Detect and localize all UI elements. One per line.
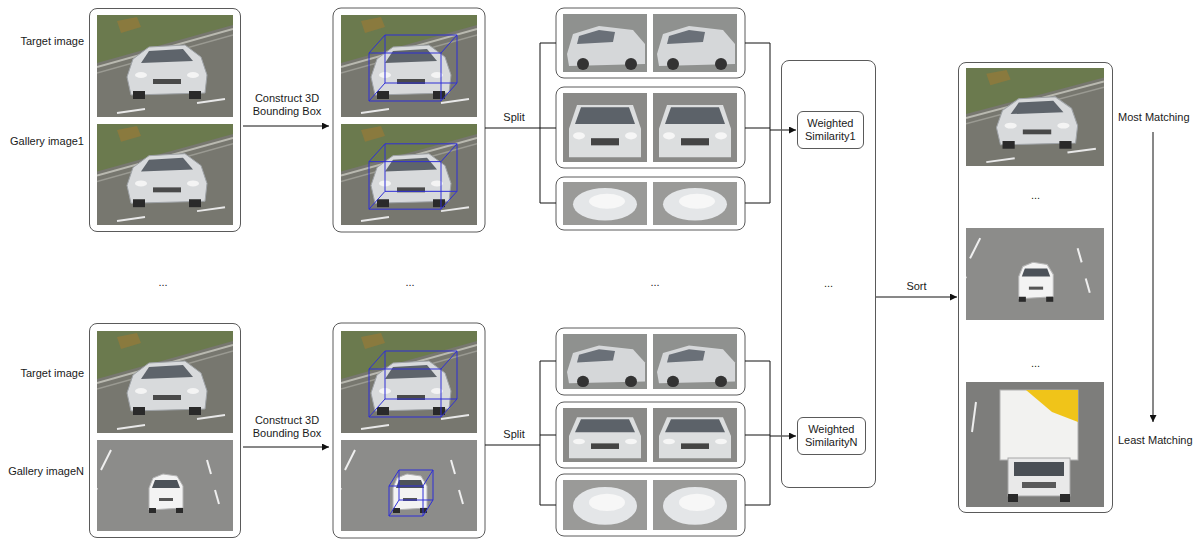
result-photo bbox=[966, 382, 1104, 507]
ellipsis: ... bbox=[959, 189, 1112, 202]
part-crop bbox=[563, 182, 647, 225]
image-panel: Target imageGallery image1 bbox=[89, 8, 241, 232]
similarity-panel: ... Weighted Similarity1Weighted Similari… bbox=[781, 60, 876, 488]
target-photo bbox=[97, 331, 233, 433]
part-crop bbox=[653, 14, 737, 72]
step-label: Construct 3D Bounding Box bbox=[246, 414, 328, 440]
image-panel bbox=[333, 323, 485, 538]
step-label: Split bbox=[503, 111, 524, 124]
rank-arrow bbox=[1153, 132, 1154, 422]
row-label: Target image bbox=[20, 35, 84, 48]
ellipsis: ... bbox=[782, 277, 875, 290]
part-crop bbox=[653, 408, 737, 462]
image-panel bbox=[333, 8, 485, 232]
flow-arrow bbox=[770, 436, 796, 437]
part-crop bbox=[653, 334, 737, 389]
part-crop bbox=[653, 480, 737, 530]
part-panel bbox=[556, 402, 745, 468]
box-label: Weighted Similarity1 bbox=[805, 117, 856, 143]
part-crop bbox=[563, 334, 647, 389]
part-crop bbox=[563, 480, 647, 530]
flow-arrow bbox=[770, 130, 796, 131]
merge-bracket bbox=[745, 361, 770, 505]
part-panel bbox=[556, 8, 745, 78]
part-panel bbox=[556, 177, 745, 230]
step-label: Construct 3D Bounding Box bbox=[246, 92, 328, 118]
gallery-photo bbox=[91, 440, 233, 531]
rank-label: Least Matching bbox=[1118, 434, 1193, 447]
part-panel bbox=[556, 328, 745, 395]
part-panel bbox=[556, 87, 745, 168]
part-crop bbox=[653, 93, 737, 162]
row-label: Target image bbox=[20, 367, 84, 380]
edge-label: Sort bbox=[904, 280, 928, 293]
result-panel: Most Matching......Least Matching bbox=[958, 62, 1113, 513]
split-bracket bbox=[485, 361, 556, 505]
flow-arrow bbox=[876, 297, 957, 298]
row-label: Gallery imageN bbox=[8, 465, 84, 478]
flow-arrow bbox=[243, 447, 329, 448]
bounding-box-3d bbox=[389, 470, 433, 516]
target-photo bbox=[341, 15, 477, 117]
gallery-photo bbox=[335, 440, 477, 531]
ellipsis: ... bbox=[158, 276, 167, 289]
part-crop bbox=[563, 408, 647, 462]
part-crop bbox=[563, 93, 647, 162]
merge-bracket bbox=[745, 43, 770, 203]
part-panel bbox=[556, 474, 745, 536]
similarity-box: Weighted SimilarityN bbox=[797, 417, 866, 455]
bounding-box-3d bbox=[369, 35, 457, 101]
bounding-box-3d bbox=[369, 144, 457, 209]
result-photo bbox=[966, 68, 1104, 166]
part-crop bbox=[563, 14, 647, 72]
gallery-photo bbox=[341, 124, 477, 225]
flow-arrow bbox=[243, 126, 329, 127]
ellipsis: ... bbox=[650, 276, 659, 289]
target-photo bbox=[341, 331, 477, 433]
split-bracket bbox=[485, 43, 556, 203]
bounding-box-3d bbox=[369, 351, 457, 417]
part-crop bbox=[653, 182, 737, 225]
image-panel: Target imageGallery imageN bbox=[89, 323, 241, 538]
ellipsis: ... bbox=[405, 276, 414, 289]
ellipsis: ... bbox=[959, 357, 1112, 370]
result-photo bbox=[960, 228, 1104, 320]
row-label: Gallery image1 bbox=[10, 135, 84, 148]
target-photo bbox=[97, 15, 233, 117]
gallery-photo bbox=[97, 124, 233, 225]
box-label: Weighted SimilarityN bbox=[805, 423, 858, 449]
similarity-box: Weighted Similarity1 bbox=[797, 111, 864, 149]
rank-label: Most Matching bbox=[1118, 111, 1190, 124]
step-label: Split bbox=[503, 428, 524, 441]
